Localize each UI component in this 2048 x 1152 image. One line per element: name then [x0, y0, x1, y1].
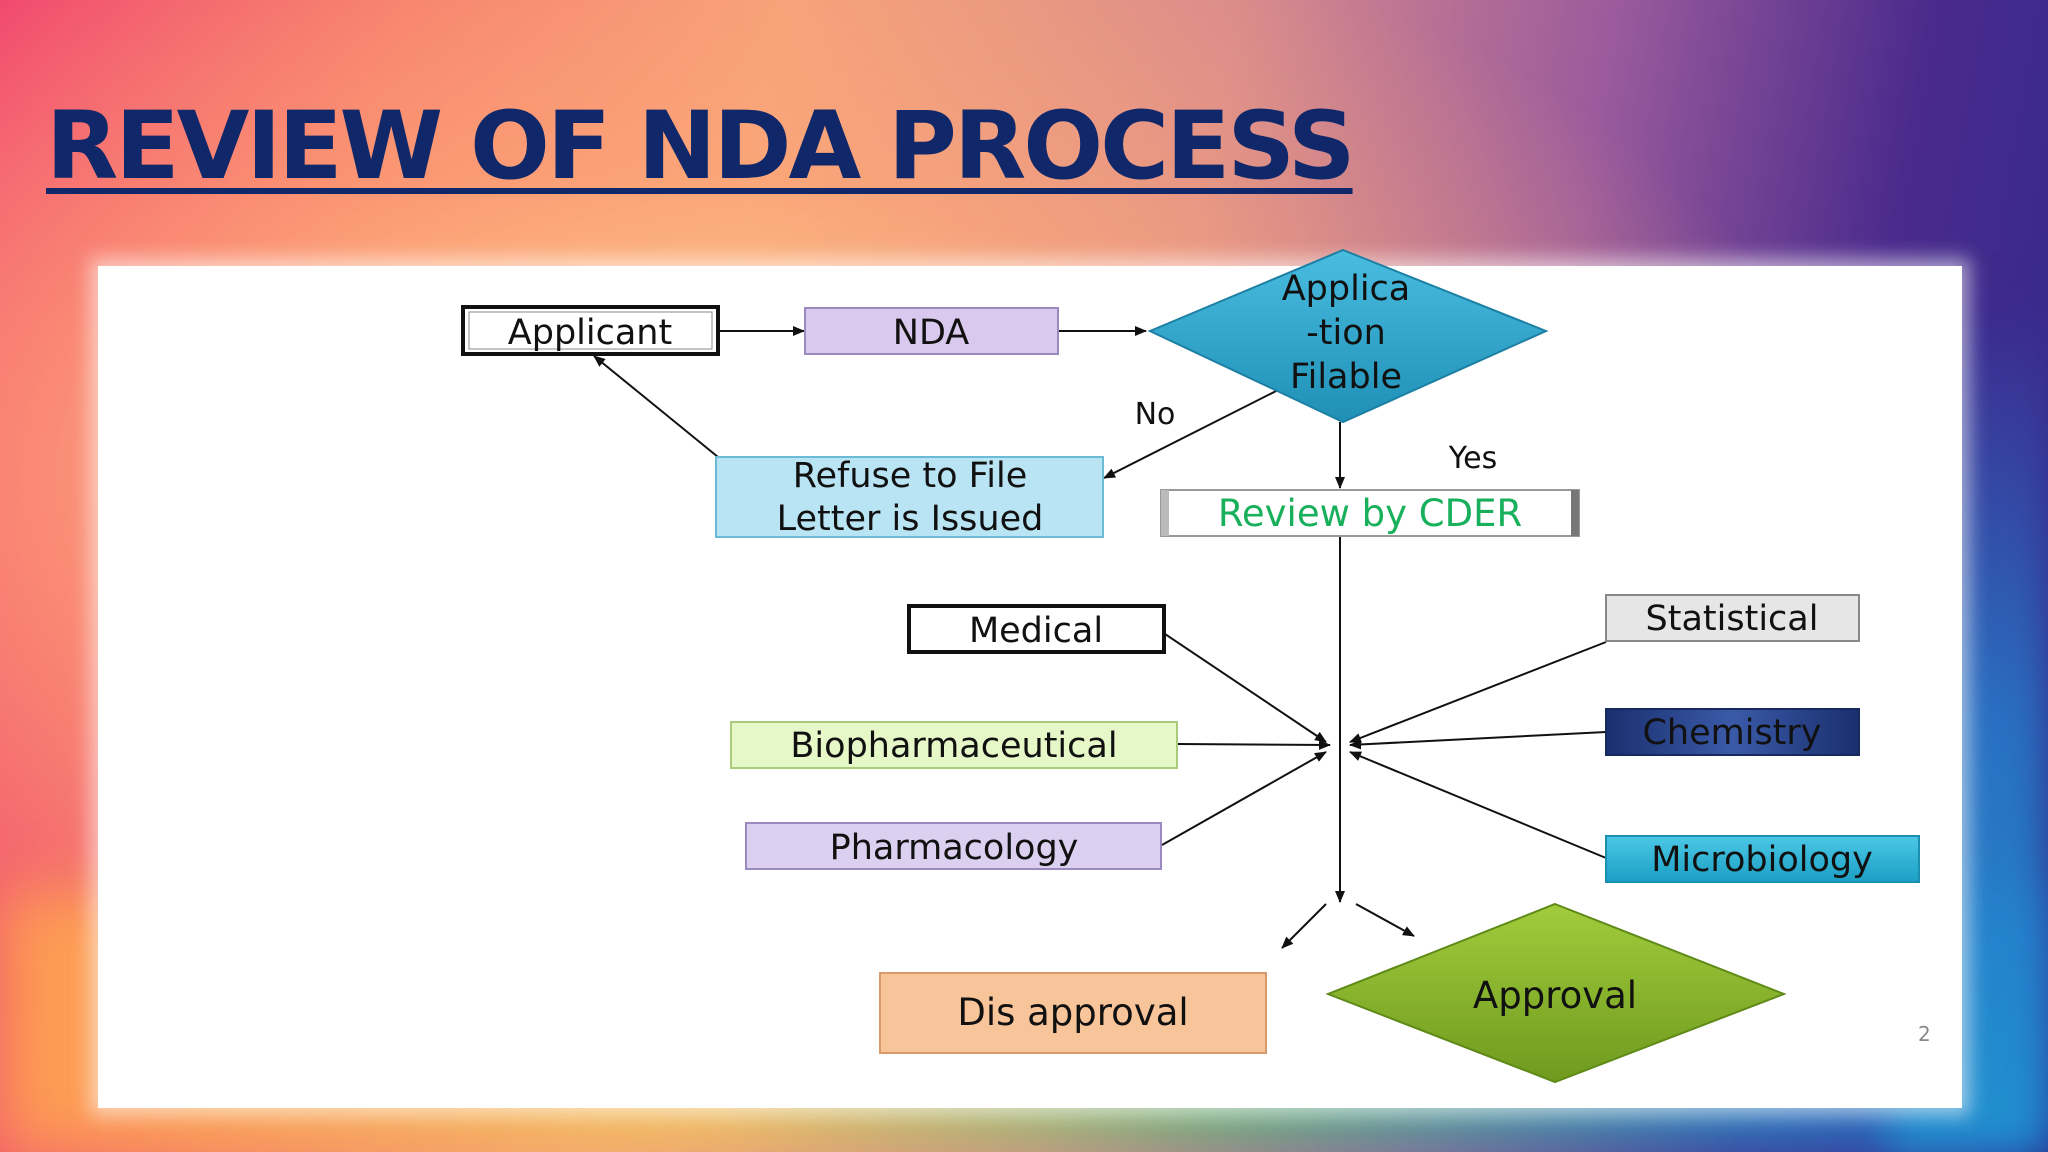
disapproval-label: Dis approval [957, 991, 1188, 1034]
refuse-label-line2: Letter is Issued [777, 499, 1044, 539]
arrow-medical [1164, 633, 1327, 743]
chemistry-box: Chemistry [1605, 708, 1860, 756]
refuse-letter-box: Refuse to File Letter is Issued [715, 456, 1104, 539]
edge-label-yes: Yes [1448, 441, 1497, 476]
microbiology-box: Microbiology [1605, 835, 1920, 883]
statistical-label: Statistical [1646, 599, 1819, 639]
pharmacology-box: Pharmacology [745, 822, 1162, 870]
applicant-box: Applicant [461, 305, 720, 356]
filable-label-line3: Filable [1290, 357, 1402, 397]
nda-box: NDA [804, 307, 1059, 355]
statistical-box: Statistical [1605, 594, 1860, 642]
medical-box: Medical [907, 604, 1166, 654]
disapproval-box: Dis approval [879, 972, 1267, 1054]
filable-diamond: Applica -tion Filable [1147, 248, 1549, 424]
arrow-filable-to-refuse [1103, 387, 1283, 479]
filable-label-line1: Applica [1282, 269, 1411, 309]
approval-label: Approval [1473, 974, 1637, 1017]
arrow-to-approval [1355, 903, 1415, 937]
arrow-chemistry [1349, 731, 1607, 750]
approval-diamond: Approval [1325, 902, 1787, 1084]
nda-label: NDA [893, 313, 970, 353]
refuse-label-line1: Refuse to File [793, 456, 1028, 496]
biopharmaceutical-box: Biopharmaceutical [730, 721, 1178, 769]
page-number: 2 [1918, 1022, 1931, 1046]
medical-label: Medical [969, 611, 1103, 651]
biopharm-label: Biopharmaceutical [790, 726, 1117, 766]
arrow-to-disapproval [1281, 903, 1327, 949]
pharmacology-label: Pharmacology [830, 828, 1079, 868]
microbiology-label: Microbiology [1651, 840, 1873, 880]
review-cder-box: Review by CDER [1160, 489, 1580, 537]
applicant-label: Applicant [508, 313, 672, 353]
edge-label-no: No [1135, 397, 1176, 432]
arrow-biopharm [1177, 739, 1331, 750]
arrow-refuse-to-applicant [593, 355, 719, 458]
arrow-pharmacology [1161, 751, 1327, 846]
chemistry-label: Chemistry [1642, 713, 1821, 753]
filable-label-line2: -tion [1306, 313, 1386, 353]
connectors [593, 326, 1607, 949]
arrow-microbiology [1349, 751, 1607, 859]
review-label: Review by CDER [1218, 492, 1522, 535]
arrow-statistical [1349, 641, 1607, 743]
slide-title: REVIEW OF NDA PROCESS [46, 92, 1356, 201]
